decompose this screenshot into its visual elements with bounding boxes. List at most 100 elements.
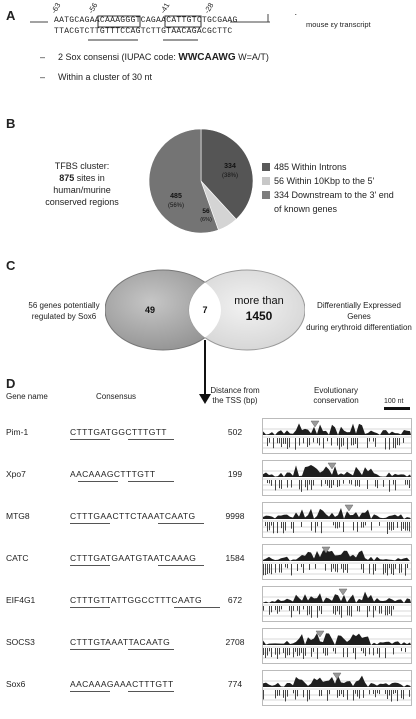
tss-distance: 672 xyxy=(227,595,243,605)
header-conservation-line: Evolutionary xyxy=(313,386,359,395)
sox-site-underline xyxy=(70,523,110,524)
pie-slice xyxy=(200,128,254,220)
sox-site-underline xyxy=(174,607,220,608)
sequence-top-strand: AATGCAGAACAAAGGGTCAGAACATTGTCTGCGAAG xyxy=(54,16,238,25)
sox-site-underline xyxy=(78,481,118,482)
sox-site-underline xyxy=(158,565,204,566)
venn-right-label-line: Differentially Expressed Genes xyxy=(317,301,401,321)
conservation-track xyxy=(262,460,412,496)
legend-swatch xyxy=(262,163,270,171)
sequence-bottom-strand: TTACGTCTTGTTTCCAGTCTTGTAACAGACGCTTC xyxy=(54,27,233,36)
conservation-plot xyxy=(263,672,411,702)
iupac-code: WWCAAWG xyxy=(178,52,236,63)
panel-b-letter: B xyxy=(6,116,16,131)
consensus-sequence: CTTTGATGAATGTAATCAAAG xyxy=(70,553,197,563)
consensus-sequence: CTTTGATGGCTTTGTT xyxy=(70,427,167,437)
gene-name: SOCS3 xyxy=(6,637,35,647)
tss-distance: 1584 xyxy=(225,553,245,563)
venn-left-label-line: regulated by Sox6 xyxy=(31,312,97,321)
header-distance-line: the TSS (bp) xyxy=(212,396,258,405)
sox-site-underline xyxy=(128,649,174,650)
gene-name: CATC xyxy=(6,553,29,563)
conservation-track xyxy=(262,586,412,622)
cluster-count-line: 875 sites in xyxy=(20,172,144,184)
position-label: -41 xyxy=(158,1,172,15)
site-marker-icon xyxy=(344,504,354,512)
venn-right-label-line: during erythroid differentiation xyxy=(306,323,412,332)
site-marker-icon xyxy=(321,546,331,554)
cluster-count: 875 xyxy=(59,173,75,183)
site-marker-icon xyxy=(338,588,348,596)
slice-pct-label: (38%) xyxy=(222,173,238,179)
panel-d-letter: D xyxy=(6,376,16,391)
cluster-label: TFBS cluster: xyxy=(54,161,110,171)
iupac-note: W=A/T) xyxy=(235,52,269,62)
slice-value-label: 485 xyxy=(170,193,182,200)
conservation-plot xyxy=(263,504,411,534)
venn-right-label: Differentially Expressed Genes during er… xyxy=(306,300,412,333)
legend-label: 485 Within Introns xyxy=(274,162,347,172)
sox-site-underline xyxy=(70,565,110,566)
venn-left-label-line: 56 genes potentially xyxy=(28,301,100,310)
bullet-dash: – xyxy=(40,52,46,62)
tss-distance: 2708 xyxy=(225,637,245,647)
consensus-sequence: AACAAAGAAACTTTGTT xyxy=(70,679,174,689)
legend-swatch xyxy=(262,177,270,185)
sox-site-underline xyxy=(70,607,110,608)
gene-name: Pim-1 xyxy=(6,427,29,437)
sox-site-underline xyxy=(70,439,110,440)
header-conservation-line: conservation xyxy=(313,396,359,405)
promoter-diagram xyxy=(30,14,297,41)
slice-value-label: 334 xyxy=(224,163,236,170)
venn-diagram: 49 7 more than 1450 xyxy=(105,269,305,404)
scale-label: 100 nt xyxy=(384,398,404,405)
slice-pct-label: (6%) xyxy=(200,217,212,223)
gene-name: Sox6 xyxy=(6,679,26,689)
conservation-plot xyxy=(263,630,411,660)
legend-item: 334 Downstream to the 3' end xyxy=(262,188,394,202)
gene-name: EIF4G1 xyxy=(6,595,36,605)
cluster-line: Within a cluster of 30 nt xyxy=(58,72,153,82)
conservation-plot xyxy=(263,546,411,576)
tss-distance: 502 xyxy=(227,427,243,437)
slice-value-label: 56 xyxy=(202,208,210,215)
legend-label: 334 Downstream to the 3' end xyxy=(274,190,394,200)
header-consensus: Consensus xyxy=(96,392,137,401)
pie-slice xyxy=(148,128,219,234)
conservation-track xyxy=(262,628,412,664)
venn-left-count: 49 xyxy=(145,305,155,315)
cluster-label: human/murine xyxy=(53,185,111,195)
header-distance-line: Distance from xyxy=(210,386,260,395)
conservation-track xyxy=(262,502,412,538)
venn-left-label: 56 genes potentially regulated by Sox6 xyxy=(14,300,114,322)
legend-label-continued: of known genes xyxy=(274,204,338,214)
legend-item: 485 Within Introns xyxy=(262,160,394,174)
pie-legend: 485 Within Introns 56 Within 10Kbp to th… xyxy=(262,160,394,216)
position-label: -56 xyxy=(86,1,100,15)
tss-distance: 199 xyxy=(227,469,243,479)
cluster-label: sites in xyxy=(76,173,105,183)
arrow-down-icon xyxy=(199,394,211,404)
cluster-description: TFBS cluster: 875 sites in human/murine … xyxy=(20,160,144,208)
bullet-dash: – xyxy=(40,72,46,82)
venn-overlap-count: 7 xyxy=(202,305,207,315)
legend-swatch xyxy=(262,191,270,199)
header-conservation: Evolutionary conservation xyxy=(296,386,376,406)
cluster-label: conserved regions xyxy=(45,197,119,207)
sox-site-underline xyxy=(128,439,174,440)
legend-item: 56 Within 10Kbp to the 5' xyxy=(262,174,394,188)
conservation-plot xyxy=(263,420,411,450)
sox-site-underline xyxy=(70,691,110,692)
consensus-sequence: AACAAAGCTTTGTT xyxy=(70,469,156,479)
tss-distance: 9998 xyxy=(225,511,245,521)
sox-site-underline xyxy=(128,481,174,482)
position-label: -28 xyxy=(202,1,216,15)
transcript-label: mouse εy transcript xyxy=(306,20,371,29)
panel-c-letter: C xyxy=(6,258,16,273)
position-label: -63 xyxy=(49,1,63,15)
consensus-sequence: CTTTGAACTTCTAAATCAATG xyxy=(70,511,196,521)
conservation-track xyxy=(262,418,412,454)
site-marker-icon xyxy=(310,420,320,428)
gene-name: MTG8 xyxy=(6,511,30,521)
sox-site-underline xyxy=(128,691,174,692)
